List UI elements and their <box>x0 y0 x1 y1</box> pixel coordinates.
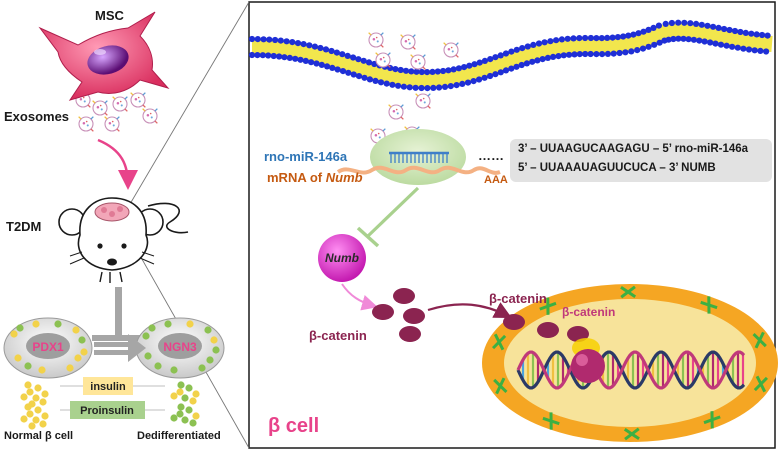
numb-to-catenin-arrow <box>341 283 378 311</box>
cell-membrane <box>248 19 773 92</box>
exosome <box>410 54 426 70</box>
nucleus <box>482 284 778 442</box>
insulin-label: insulin <box>90 381 126 393</box>
inhibition-arrow <box>356 186 420 248</box>
exosome <box>388 104 404 120</box>
exosome <box>443 42 459 58</box>
numb-protein <box>318 234 366 282</box>
mrna-label-prefix: mRNA of <box>267 170 326 185</box>
exosomes-left <box>75 92 158 132</box>
exosome <box>415 93 431 109</box>
beta-catenin-label-cytoplasm: β-catenin <box>309 328 367 343</box>
proinsulin-tag <box>70 401 145 419</box>
beta-cell-panel-label: β cell <box>268 415 319 437</box>
sequence-line-numb: 5’ – UUAAAUAGUUCUCA – 3’ NUMB <box>518 162 716 174</box>
exosome <box>104 116 120 132</box>
exosome-to-mouse-arrow <box>97 138 138 190</box>
normal-beta-cell-label: Normal β cell <box>4 430 73 442</box>
exosome <box>142 108 158 124</box>
exosome <box>130 92 146 108</box>
mirna-label: rno-miR-146a <box>264 149 348 164</box>
mouse-tail <box>147 202 189 234</box>
ngn3-label: NGN3 <box>163 340 197 354</box>
dedifferentiated-label: Dedifferentiated <box>137 430 221 442</box>
exosome <box>92 100 108 116</box>
t2dm-label: T2DM <box>6 219 41 234</box>
granule-clusters <box>20 381 200 430</box>
nuclear-beta-catenin <box>503 314 589 342</box>
polya-label: AAA <box>484 174 508 186</box>
dedifferentiation-arrow <box>94 334 146 362</box>
inhibition-marker <box>92 287 144 341</box>
exosomes-label: Exosomes <box>4 109 69 124</box>
insulin-tag <box>83 377 133 395</box>
exosome <box>375 52 391 68</box>
msc-label: MSC <box>95 8 125 23</box>
pdx1-label: PDX1 <box>32 340 64 354</box>
t2dm-mouse <box>58 197 189 283</box>
exosome <box>400 34 416 50</box>
risc-complex <box>336 129 501 185</box>
beta-catenin-label-entry: β-catenin <box>489 291 547 306</box>
sequence-line-mirna: 3’ – UUAAGUCAAGAGU – 5’ rno-miR-146a <box>518 143 749 155</box>
mrna-strand <box>336 165 501 175</box>
exosome <box>112 96 128 112</box>
mouse-pancreas-icon <box>94 202 130 222</box>
mrna-label: mRNA of Numb <box>267 170 363 185</box>
zoom-guide-top <box>129 1 250 205</box>
msc-cell <box>38 11 170 101</box>
normal-beta-cell <box>3 317 93 379</box>
exosome <box>78 116 94 132</box>
cytoplasmic-beta-catenin <box>372 288 425 342</box>
dedifferentiated-beta-cell <box>135 317 225 379</box>
mouse-body <box>77 197 149 271</box>
sequence-alignment-box <box>510 139 772 182</box>
mrna-label-gene: Numb <box>326 170 363 185</box>
beta-catenin-label-nucleus: β-catenin <box>562 305 615 319</box>
numb-protein-label: Numb <box>325 251 359 265</box>
proinsulin-label: Proinsulin <box>80 405 134 417</box>
exosome <box>368 32 384 48</box>
catenin-translocation-arrow <box>427 302 512 319</box>
sequence-ellipsis: …… <box>478 148 504 163</box>
transcription-complex <box>571 338 605 383</box>
